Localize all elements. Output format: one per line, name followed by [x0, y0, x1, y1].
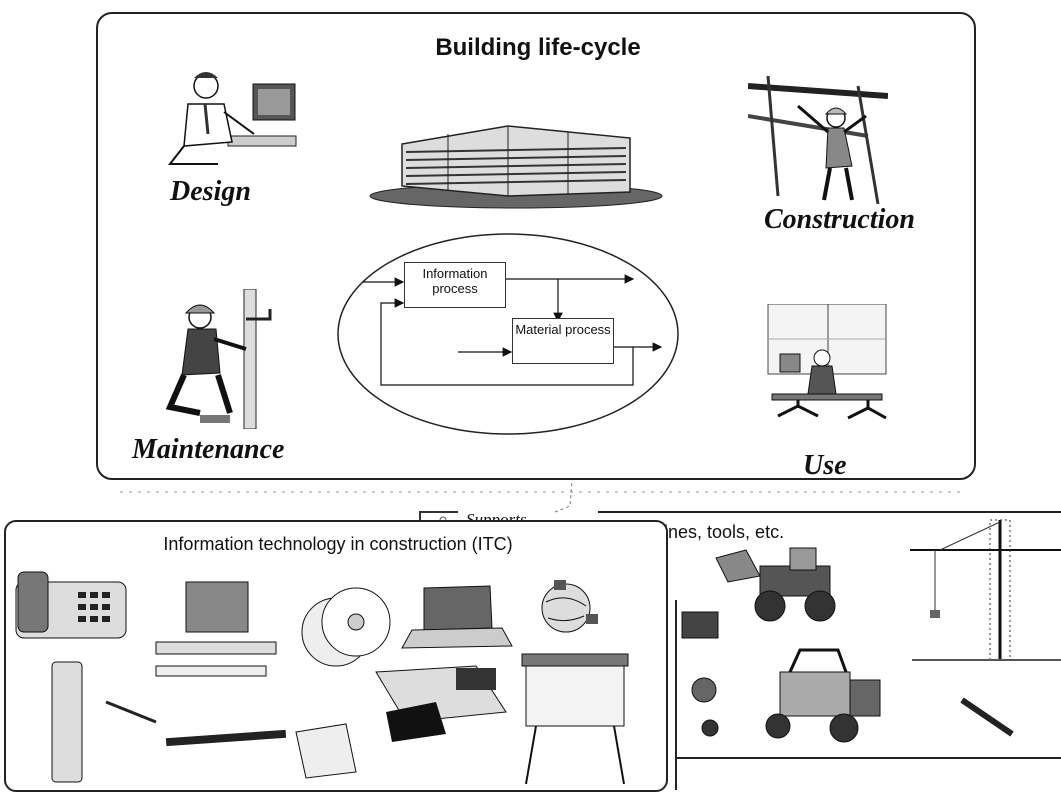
lifecycle-title: Building life-cycle — [435, 34, 641, 61]
material-process-box: Material process — [512, 318, 614, 364]
information-process-box: Information process — [404, 262, 506, 308]
desktop-computer-icon — [155, 581, 277, 677]
phase-design: Design — [170, 176, 251, 207]
supports-connector — [554, 479, 573, 513]
phase-maintenance: Maintenance — [132, 434, 285, 465]
phase-construction: Construction — [764, 204, 915, 235]
designer-at-computer-icon — [167, 72, 297, 165]
document-icon — [295, 723, 357, 779]
construction-worker-icon — [748, 76, 888, 204]
phase-use: Use — [803, 450, 847, 481]
telephone-icon — [15, 571, 127, 639]
plotter-icon — [521, 653, 629, 785]
building-icon — [369, 125, 663, 209]
itc-panel: Information technology in construction (… — [4, 520, 668, 792]
cd-disc-icon — [301, 587, 391, 667]
mobile-phone-icon — [51, 661, 83, 783]
maintenance-worker-icon — [165, 289, 272, 429]
pen-icon — [105, 700, 157, 724]
ruler-icon — [165, 729, 287, 747]
copier-icon — [375, 665, 507, 742]
office-use-icon — [767, 304, 887, 420]
itc-title: Information technology in construction (… — [163, 534, 513, 554]
globe-network-icon — [541, 580, 598, 633]
laptop-icon — [401, 585, 513, 649]
itc-equipment-illustration — [15, 571, 629, 785]
process-ellipse — [337, 233, 679, 435]
lifecycle-panel: Building life-cycle Design — [96, 12, 976, 481]
